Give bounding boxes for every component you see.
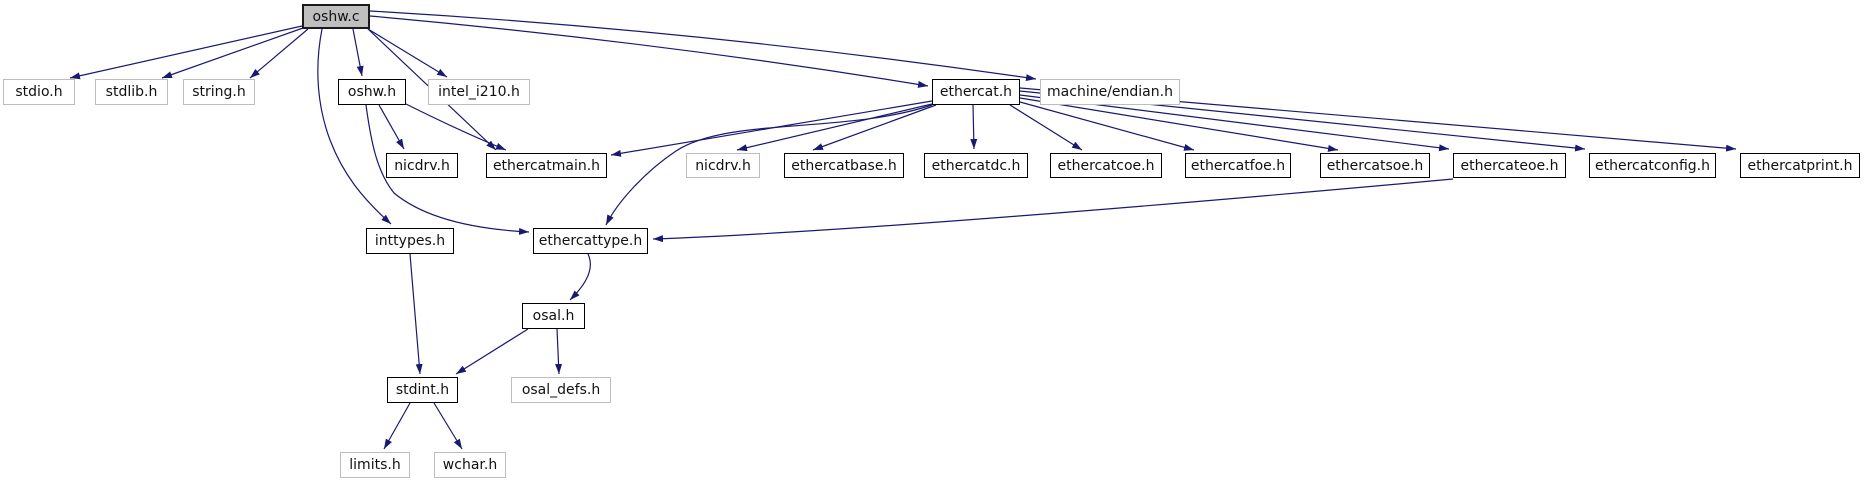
node-label-osal_defs: osal_defs.h [521,382,601,398]
node-label-wchar: wchar.h [442,457,498,473]
node-inttypes[interactable]: inttypes.h [366,228,454,254]
node-oshw_c: oshw.c [302,4,370,29]
node-ecsoe[interactable]: ethercatsoe.h [1320,153,1430,178]
node-ecfoe[interactable]: ethercatfoe.h [1185,153,1291,178]
node-label-ectype: ethercattype.h [538,233,643,249]
edge-oshw_c-to-intel_i210 [367,28,448,78]
node-label-stdio: stdio.h [15,84,63,100]
node-ecmain[interactable]: ethercatmain.h [486,153,607,178]
node-stdint[interactable]: stdint.h [387,377,458,403]
node-label-intel_i210: intel_i210.h [438,84,520,100]
edge-oshw_h-to-nicdrv1 [378,104,405,150]
edge-osal-to-stdint [455,328,529,375]
edge-inttypes-to-stdint [409,253,423,375]
edge-oshw_c-to-oshw_h [352,28,364,77]
node-nicdrv1[interactable]: nicdrv.h [386,153,458,178]
node-stdio: stdio.h [3,79,75,105]
node-osal_defs: osal_defs.h [511,377,611,403]
edge-oshw_h-to-ectype [365,104,530,235]
node-label-ecbase: ethercatbase.h [791,157,897,174]
edge-oshw_c-to-stdlib [161,27,304,79]
node-label-eccoe: ethercatcoe.h [1057,157,1155,174]
edge-eceoe-to-ectype [652,178,1454,243]
edge-oshw_c-to-string [249,28,309,79]
node-label-ecfoe: ethercatfoe.h [1190,157,1286,174]
node-label-ecsoe: ethercatsoe.h [1326,157,1424,174]
node-label-nicdrv1: nicdrv.h [394,157,450,174]
edge-ethercat-to-eccoe [1009,104,1083,151]
node-label-stdlib: stdlib.h [105,84,158,100]
edge-ethercat-to-ecfoe [1019,101,1195,151]
node-label-ecdc: ethercatdc.h [931,157,1021,174]
node-label-ecprint: ethercatprint.h [1747,157,1853,174]
node-label-string: string.h [192,84,246,100]
node-osal[interactable]: osal.h [522,303,585,329]
node-intel_i210: intel_i210.h [428,79,530,105]
node-ectype[interactable]: ethercattype.h [533,228,648,254]
edge-stdint-to-wchar [433,402,463,450]
edge-oshw_c-to-stdio [69,25,303,80]
edge-oshw_c-to-ethercat [369,15,929,88]
node-label-ecmain: ethercatmain.h [492,157,601,174]
node-endian: machine/endian.h [1040,79,1180,105]
node-eccoe[interactable]: ethercatcoe.h [1050,153,1162,178]
node-ecbase[interactable]: ethercatbase.h [784,153,904,178]
edge-ethercat-to-ecsoe [1019,97,1339,152]
node-label-ecconfig: ethercatconfig.h [1595,157,1710,174]
node-label-limits: limits.h [349,457,401,473]
node-ecprint[interactable]: ethercatprint.h [1740,153,1860,178]
edge-ethercat-to-ecbase [812,104,937,151]
edge-oshw_c-to-inttypes [317,28,392,225]
node-limits: limits.h [340,452,410,478]
node-label-eceoe: ethercateoe.h [1460,157,1559,174]
edge-oshw_c-to-endian [369,10,1037,82]
node-ecconfig[interactable]: ethercatconfig.h [1589,153,1716,178]
node-label-nicdrv2: nicdrv.h [695,157,751,174]
node-string: string.h [183,79,255,105]
edge-oshw_h-to-ecmain [405,103,507,151]
node-ethercat[interactable]: ethercat.h [932,79,1020,105]
node-wchar: wchar.h [434,452,506,478]
node-eceoe[interactable]: ethercateoe.h [1453,153,1566,178]
edge-osal-to-osal_defs [555,328,563,375]
node-label-oshw_h: oshw.h [347,84,397,100]
node-label-osal: osal.h [532,308,575,324]
edge-group [69,10,1737,450]
node-stdlib: stdlib.h [95,79,168,105]
node-label-endian: machine/endian.h [1047,84,1173,100]
node-label-ethercat: ethercat.h [939,84,1013,100]
node-oshw_h[interactable]: oshw.h [338,79,406,105]
edge-ethercat-to-ectype [605,104,933,226]
edge-ethercat-to-ecdc [970,104,978,150]
node-label-inttypes: inttypes.h [374,233,446,249]
node-ecdc[interactable]: ethercatdc.h [924,153,1028,178]
edge-stdint-to-limits [383,402,411,450]
node-label-oshw_c: oshw.c [312,8,360,25]
node-nicdrv2: nicdrv.h [686,153,760,178]
edge-ectype-to-osal [569,253,591,301]
node-label-stdint: stdint.h [395,382,450,398]
edge-ethercat-to-nicdrv2 [736,103,933,152]
